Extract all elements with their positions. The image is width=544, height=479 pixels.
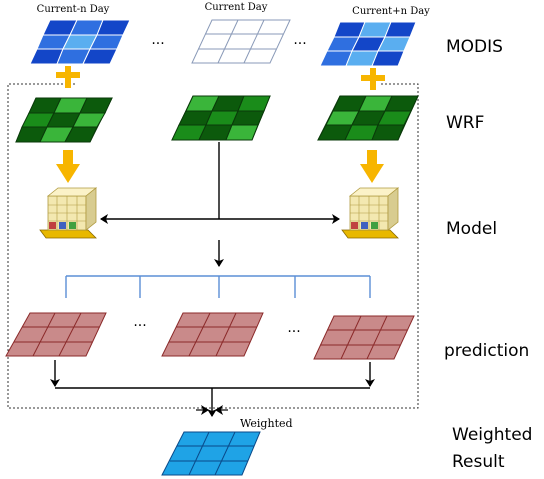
label-wrf: WRF bbox=[446, 113, 484, 133]
label-modis: MODIS bbox=[446, 37, 503, 57]
day-label-current: Current Day bbox=[205, 2, 268, 13]
modis-grid-right bbox=[319, 21, 417, 67]
label-weighted-result-line1: Weighted bbox=[452, 425, 532, 445]
modis-grid-center-empty bbox=[191, 19, 291, 64]
ellipsis-modis-left: ··· bbox=[151, 36, 164, 52]
ellipsis-prediction-left: ··· bbox=[133, 318, 146, 334]
weighted-result-grid bbox=[161, 431, 261, 476]
prediction-grid-left bbox=[5, 312, 107, 357]
weighted-arrow-label: Weighted bbox=[240, 417, 293, 430]
wrf-grid-left bbox=[15, 97, 113, 143]
ellipsis-modis-right: ··· bbox=[293, 36, 306, 52]
wrf-grid-right bbox=[317, 95, 419, 141]
day-label-current-minus-n: Current-n Day bbox=[37, 4, 110, 15]
wrf-grid-center bbox=[171, 95, 271, 141]
yellow-arrow-right bbox=[360, 150, 384, 183]
plus-icon-right bbox=[361, 68, 385, 90]
branch-comb bbox=[65, 275, 371, 298]
label-prediction: prediction bbox=[444, 341, 529, 361]
prediction-grid-right bbox=[313, 315, 415, 360]
model-cube-icon-right bbox=[341, 187, 400, 239]
plus-icon-left bbox=[56, 66, 80, 88]
ellipsis-prediction-right: ··· bbox=[287, 324, 300, 340]
label-model: Model bbox=[446, 219, 497, 239]
modis-grid-left bbox=[29, 19, 131, 65]
model-cube-icon-left bbox=[39, 187, 98, 239]
day-label-current-plus-n: Current+n Day bbox=[352, 6, 430, 17]
prediction-grid-center bbox=[161, 312, 264, 357]
dotted-boundary bbox=[7, 83, 419, 409]
label-weighted-result-line2: Result bbox=[452, 452, 505, 472]
yellow-arrow-left bbox=[56, 150, 80, 183]
